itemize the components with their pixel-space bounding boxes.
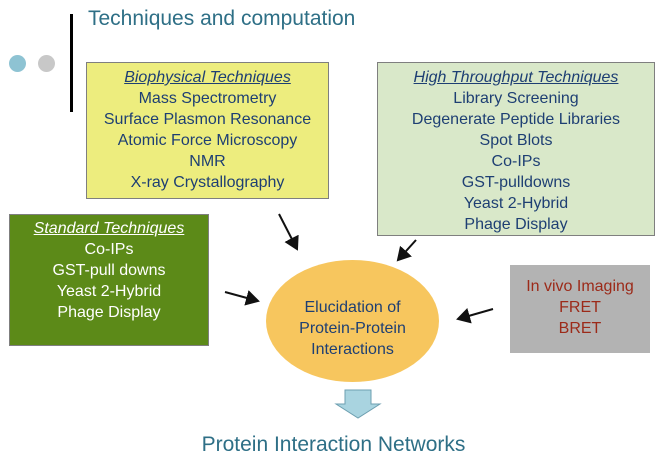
decorative-dot xyxy=(9,55,26,72)
biophysical-item: Surface Plasmon Resonance xyxy=(103,111,312,128)
standard-techniques-box: Standard Techniques Co-IPs GST-pull down… xyxy=(9,214,209,346)
high-throughput-item: GST-pulldowns xyxy=(461,174,571,191)
biophysical-techniques-box: Biophysical Techniques Mass Spectrometry… xyxy=(86,62,329,199)
down-arrow xyxy=(334,389,382,419)
in-vivo-item: BRET xyxy=(558,320,602,337)
decorative-dot xyxy=(38,55,55,72)
high-throughput-item: Phage Display xyxy=(464,216,568,233)
standard-header: Standard Techniques xyxy=(33,220,185,237)
high-throughput-techniques-box: High Throughput Techniques Library Scree… xyxy=(377,62,655,236)
biophysical-item: Atomic Force Microscopy xyxy=(117,132,298,149)
high-throughput-item: Degenerate Peptide Libraries xyxy=(411,111,621,128)
arrow-from-standard xyxy=(224,290,260,306)
biophysical-item: Mass Spectrometry xyxy=(138,90,277,107)
high-throughput-header: High Throughput Techniques xyxy=(413,69,619,86)
standard-item: GST-pull downs xyxy=(52,262,166,279)
arrow-from-biophysical xyxy=(278,213,299,251)
arrow-from-high-throughput xyxy=(396,239,417,262)
high-throughput-item: Yeast 2-Hybrid xyxy=(463,195,569,212)
center-line: Protein-Protein xyxy=(299,320,406,337)
result-title: Protein Interaction Networks xyxy=(201,433,466,456)
high-throughput-item: Spot Blots xyxy=(479,132,553,149)
center-line: Interactions xyxy=(311,341,394,358)
title-divider xyxy=(70,14,73,112)
in-vivo-item: In vivo Imaging xyxy=(526,278,634,295)
standard-item: Co-IPs xyxy=(84,241,134,258)
biophysical-item: NMR xyxy=(189,153,226,170)
biophysical-item: X-ray Crystallography xyxy=(130,174,285,191)
standard-item: Phage Display xyxy=(57,304,161,321)
elucidation-ellipse: Elucidation of Protein-Protein Interacti… xyxy=(266,260,439,382)
slide-title: Techniques and computation xyxy=(88,7,356,30)
standard-item: Yeast 2-Hybrid xyxy=(56,283,162,300)
high-throughput-item: Co-IPs xyxy=(491,153,541,170)
arrow-from-in-vivo xyxy=(456,308,494,324)
biophysical-header: Biophysical Techniques xyxy=(124,69,291,86)
in-vivo-item: FRET xyxy=(559,299,601,316)
center-line: Elucidation of xyxy=(304,299,401,316)
in-vivo-imaging-box: In vivo Imaging FRET BRET xyxy=(510,265,650,353)
high-throughput-item: Library Screening xyxy=(453,90,579,107)
